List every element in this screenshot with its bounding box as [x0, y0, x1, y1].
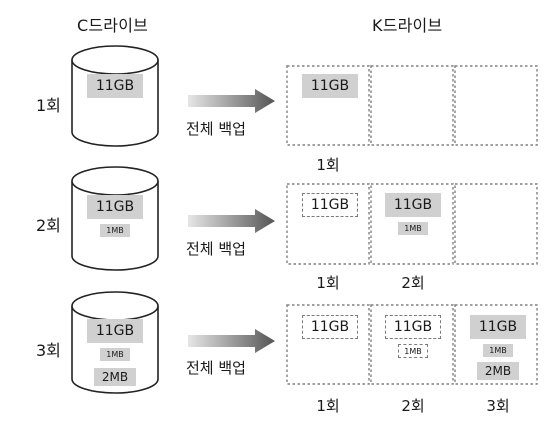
cylinder-top-3	[71, 291, 159, 321]
k-drive-slot-2-1	[286, 183, 370, 265]
backup-arrow-1	[188, 89, 275, 113]
k-drive-slot-2-2	[370, 183, 454, 265]
k-drive-slot-1-2	[370, 65, 454, 146]
k1-slot0-item-11gb: 11GB	[302, 74, 358, 98]
k3-slot-label-2: 2회	[401, 397, 425, 415]
k-drive-slot-3-3	[454, 304, 538, 385]
round-label-3: 3회	[36, 341, 61, 360]
k-drive-slot-1-1	[286, 65, 370, 146]
k3-slot2-item-2mb: 2MB	[477, 362, 519, 380]
c3-item-1mb: 1MB	[100, 348, 130, 361]
k3-slot-label-3: 3회	[486, 397, 510, 415]
c3-item-2mb: 2MB	[94, 368, 136, 386]
round-label-2: 2회	[36, 216, 61, 235]
k3-slot1-item-1mb: 1MB	[398, 344, 428, 358]
c2-item-11gb: 11GB	[87, 195, 143, 219]
k3-slot0-item-11gb: 11GB	[302, 315, 358, 339]
k3-slot2-item-11gb: 11GB	[470, 315, 526, 339]
cylinder-top-2	[71, 166, 159, 196]
k2-slot0-item-11gb: 11GB	[302, 193, 358, 217]
cylinder-top-1	[71, 45, 159, 75]
backup-arrow-2	[188, 209, 275, 233]
k-drive-slot-3-2	[370, 304, 454, 385]
k-drive-slot-1-3	[454, 65, 538, 146]
k3-slot2-item-1mb: 1MB	[483, 344, 513, 357]
c3-item-11gb: 11GB	[87, 319, 143, 343]
backup-arrow-3	[188, 329, 275, 353]
k2-slot1-item-1mb: 1MB	[398, 222, 428, 235]
c-drive-header: C드라이브	[77, 16, 149, 35]
c1-item-11gb: 11GB	[87, 74, 143, 98]
k-drive-slot-3-1	[286, 304, 370, 385]
k2-slot-label-2: 2회	[401, 274, 425, 292]
k-drive-header: K드라이브	[372, 16, 443, 35]
arrow-label-1: 전체 백업	[186, 120, 246, 138]
round-label-1: 1회	[36, 96, 61, 115]
k3-slot1-item-11gb: 11GB	[385, 315, 441, 339]
arrow-label-3: 전체 백업	[186, 359, 246, 377]
k-drive-slot-2-3	[454, 183, 538, 265]
k3-slot-label-1: 1회	[316, 397, 340, 415]
k2-slot-label-1: 1회	[316, 274, 340, 292]
k1-slot-label-1: 1회	[316, 156, 340, 174]
c2-item-1mb: 1MB	[100, 224, 130, 237]
arrow-label-2: 전체 백업	[186, 240, 246, 258]
k2-slot1-item-11gb: 11GB	[385, 193, 441, 217]
